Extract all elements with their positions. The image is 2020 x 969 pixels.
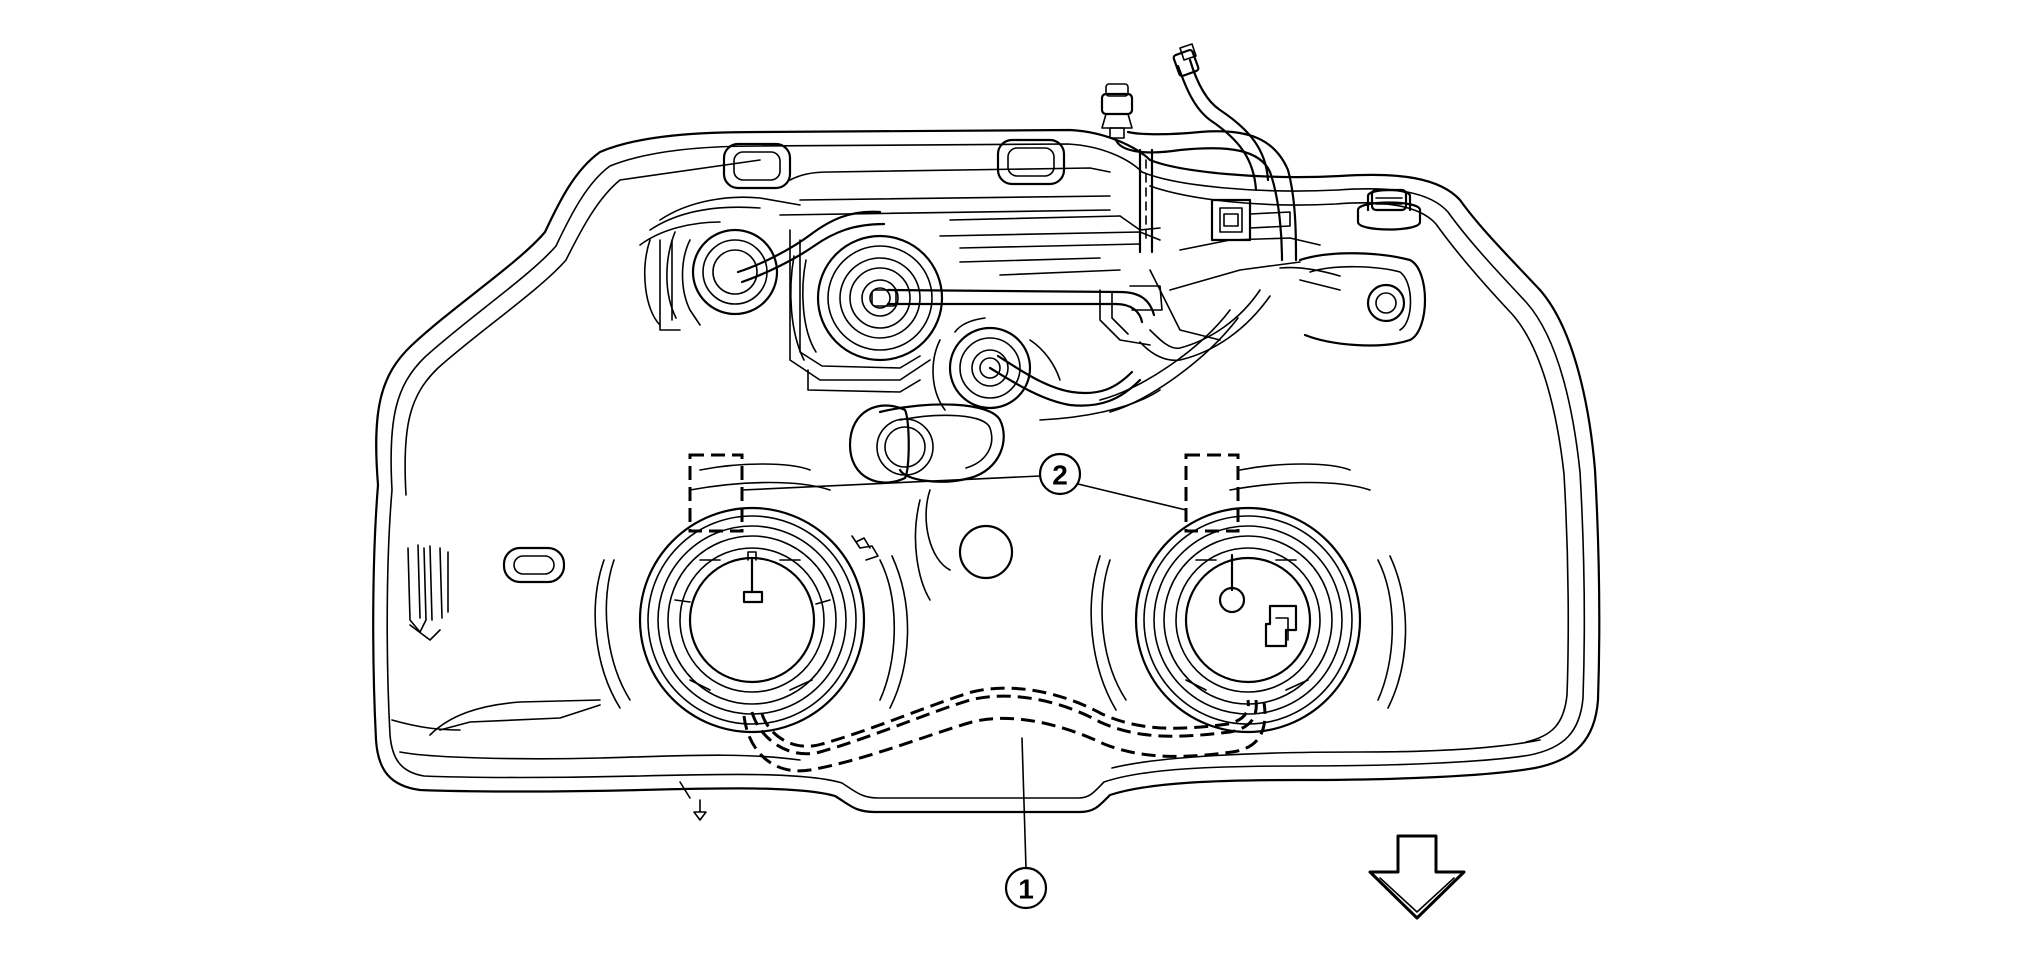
top-center-slot <box>996 138 1066 186</box>
right-pump-ring <box>1090 463 1407 734</box>
filler-neck <box>1356 188 1422 323</box>
center-ridge <box>925 489 951 571</box>
callout-2-label: 2 <box>1052 460 1068 491</box>
left-pump-ring <box>594 463 909 734</box>
left-clip-box <box>688 453 744 533</box>
mid-pill-port <box>848 403 1005 484</box>
left-port <box>644 228 779 326</box>
callout-2: 2 <box>1038 452 1082 496</box>
callout-1-label: 1 <box>1018 874 1034 905</box>
lower-center-port <box>932 317 1061 411</box>
right-clip-box <box>1184 453 1240 533</box>
top-left-slot <box>722 142 792 190</box>
hidden-harness-dashed <box>742 686 1267 773</box>
leader-lines <box>741 475 1187 869</box>
left-mounting-slot <box>502 546 566 584</box>
center-pump-module <box>790 234 944 362</box>
fuel-tank-body <box>372 128 1601 821</box>
center-sensor-hole <box>958 524 1014 580</box>
callout-1: 1 <box>1004 866 1048 910</box>
clip-location-boxes <box>688 453 1240 533</box>
upper-component-plate <box>639 167 1426 393</box>
down-arrow-icon <box>1368 834 1466 920</box>
left-bracket <box>407 544 449 641</box>
fuel-hoses <box>736 43 1298 421</box>
